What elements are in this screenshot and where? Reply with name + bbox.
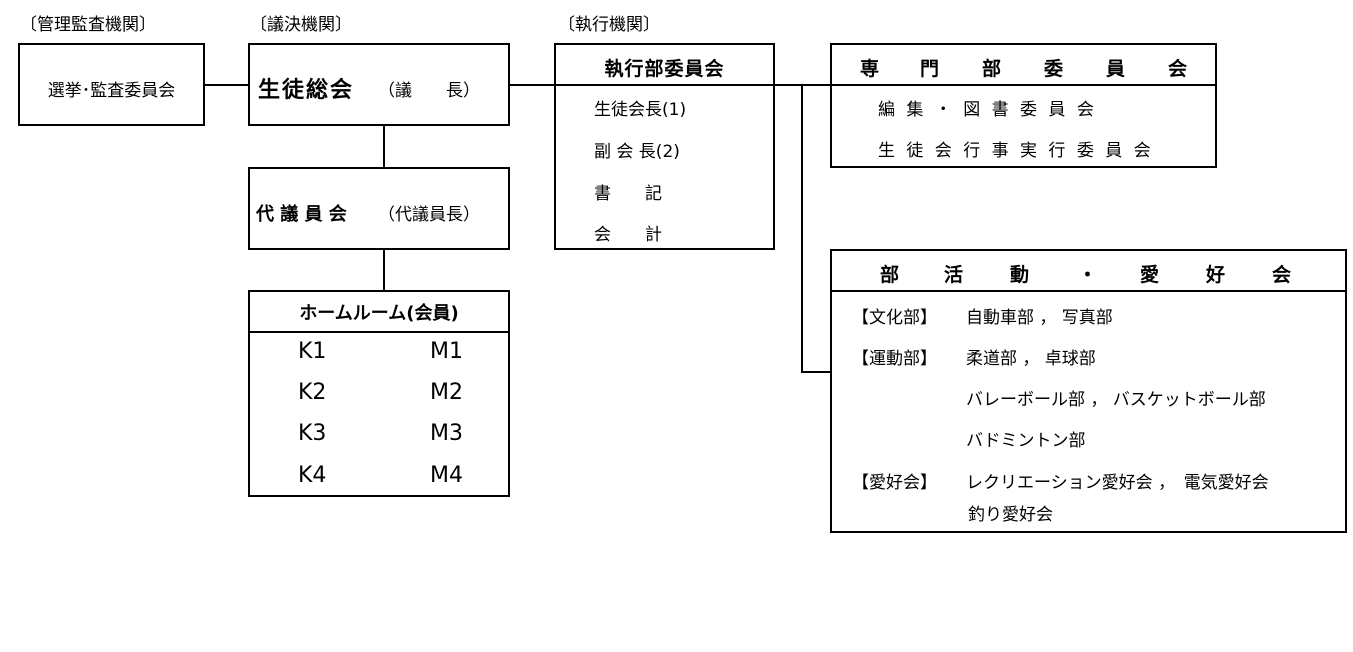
connector-assembly-council <box>383 125 385 168</box>
category-management: 〔管理監査機関〕 <box>20 15 156 35</box>
special-committees-title-char: 部 <box>982 58 1002 80</box>
homeroom-box: ホームルーム(会員) K1 K2 K3 K4 M1 M2 M3 M4 <box>248 290 510 497</box>
executive-committee-title: 執行部委員会 <box>604 58 725 80</box>
connector-vertical-clubs <box>801 84 803 373</box>
connector-assembly-executive <box>509 84 556 86</box>
clubs-title-char: 好 <box>1206 264 1226 286</box>
election-committee-box: 選挙･監査委員会 <box>18 43 205 126</box>
hobby-label: 【愛好会】 <box>852 473 937 493</box>
clubs-box: 部 活 動 ・ 愛 好 会 【文化部】 自動車部 ， 写真部 【運動部】 柔道部… <box>830 249 1347 533</box>
culture-label: 【文化部】 <box>852 308 937 328</box>
homeroom-class: K1 <box>298 339 327 364</box>
sports-items: バレーボール部 ， バスケットボール部 <box>966 390 1266 410</box>
clubs-title-char: 愛 <box>1140 264 1160 286</box>
homeroom-divider <box>250 331 508 333</box>
connector-council-homeroom <box>383 248 385 291</box>
sports-items: 柔道部 ， 卓球部 <box>966 349 1096 369</box>
executive-member: 副 会 長(2) <box>594 142 680 162</box>
general-assembly-name: 生徒総会 <box>258 78 355 103</box>
clubs-title-char: 活 <box>944 264 964 286</box>
clubs-title-char: 部 <box>880 264 900 286</box>
homeroom-title: ホームルーム(会員) <box>299 303 459 324</box>
executive-committee-box: 執行部委員会 生徒会長(1) 副 会 長(2) 書 記 会 計 <box>554 43 775 250</box>
homeroom-class: M2 <box>430 380 463 405</box>
sports-items: バドミントン部 <box>966 431 1086 451</box>
clubs-title-char: 動 <box>1010 264 1030 286</box>
executive-member: 書 記 <box>594 184 662 204</box>
election-committee-label: 選挙･監査委員会 <box>47 81 176 101</box>
homeroom-class: M1 <box>430 339 463 364</box>
special-committees-title-char: 委 <box>1044 58 1064 80</box>
homeroom-class: M4 <box>430 463 463 488</box>
executive-committee-divider <box>556 84 773 86</box>
representative-council-role: （代議員長） <box>378 205 480 225</box>
representative-council-name: 代 議 員 会 <box>256 204 347 225</box>
special-committees-title-char: 会 <box>1168 58 1188 80</box>
clubs-title-char: ・ <box>1078 264 1098 286</box>
category-legislative: 〔議決機関〕 <box>250 15 352 35</box>
connector-clubs <box>801 371 832 373</box>
general-assembly-box: 生徒総会 （議 長） <box>248 43 510 126</box>
sports-label: 【運動部】 <box>852 349 937 369</box>
hobby-items: 釣り愛好会 <box>968 505 1053 525</box>
homeroom-class: K2 <box>298 380 327 405</box>
representative-council-box: 代 議 員 会 （代議員長） <box>248 167 510 250</box>
special-committee-item: 編 集 ・ 図 書 委 員 会 <box>878 100 1097 120</box>
general-assembly-role: （議 長） <box>378 81 480 101</box>
homeroom-class: M3 <box>430 421 463 446</box>
hobby-items: レクリエーション愛好会 ， 電気愛好会 <box>966 473 1269 493</box>
clubs-divider <box>832 290 1345 292</box>
special-committees-box: 専 門 部 委 員 会 編 集 ・ 図 書 委 員 会 生 徒 会 行 事 実 … <box>830 43 1217 168</box>
special-committees-divider <box>832 84 1215 86</box>
special-committees-title-char: 門 <box>920 58 940 80</box>
clubs-title-char: 会 <box>1272 264 1292 286</box>
executive-member: 生徒会長(1) <box>594 100 687 120</box>
culture-items: 自動車部 ， 写真部 <box>966 308 1113 328</box>
special-committees-title-char: 員 <box>1106 58 1126 80</box>
homeroom-class: K3 <box>298 421 327 446</box>
category-executive: 〔執行機関〕 <box>558 15 660 35</box>
special-committee-item: 生 徒 会 行 事 実 行 委 員 会 <box>878 141 1154 161</box>
connector-election-assembly <box>204 84 249 86</box>
executive-member: 会 計 <box>594 225 662 245</box>
special-committees-title-char: 専 <box>860 58 880 80</box>
homeroom-class: K4 <box>298 463 327 488</box>
